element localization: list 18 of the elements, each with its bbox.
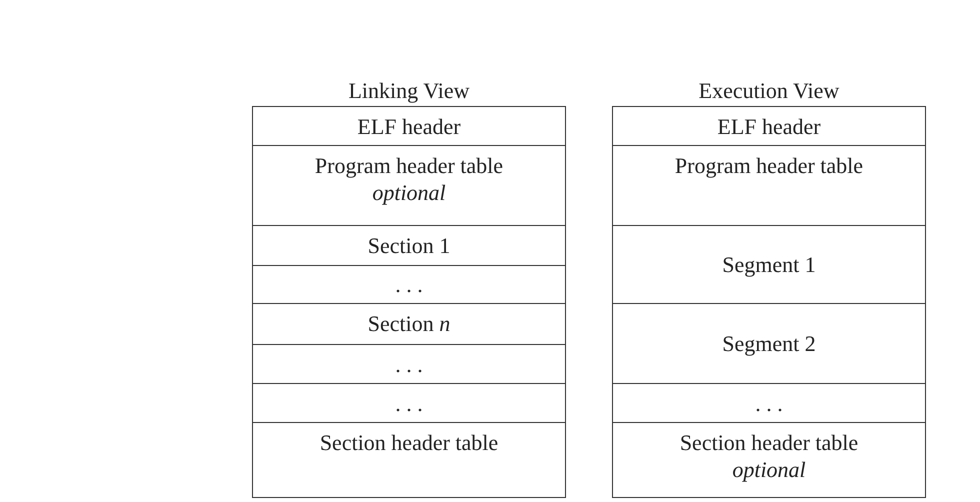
row-label: . . . xyxy=(395,271,423,298)
row-label: ELF header xyxy=(717,113,821,140)
row-label: . . . xyxy=(395,390,423,416)
row-label: . . . xyxy=(395,350,423,378)
row-label: Section n xyxy=(368,310,450,337)
row-note: optional xyxy=(732,456,806,483)
row-label: Section header table xyxy=(320,429,498,456)
row-label: . . . xyxy=(755,390,783,416)
row-label: Program header table xyxy=(314,152,504,179)
row-label: Segment 2 xyxy=(722,330,816,357)
row-label: Program header table xyxy=(674,152,864,179)
column-heading: Execution View xyxy=(698,78,840,104)
row-label: Segment 1 xyxy=(722,251,816,278)
row-label: Section 1 xyxy=(368,232,450,259)
row-label: Section header table xyxy=(680,429,858,456)
column-heading: Linking View xyxy=(347,78,471,104)
row-note: optional xyxy=(372,179,446,206)
row-label: ELF header xyxy=(357,113,461,140)
